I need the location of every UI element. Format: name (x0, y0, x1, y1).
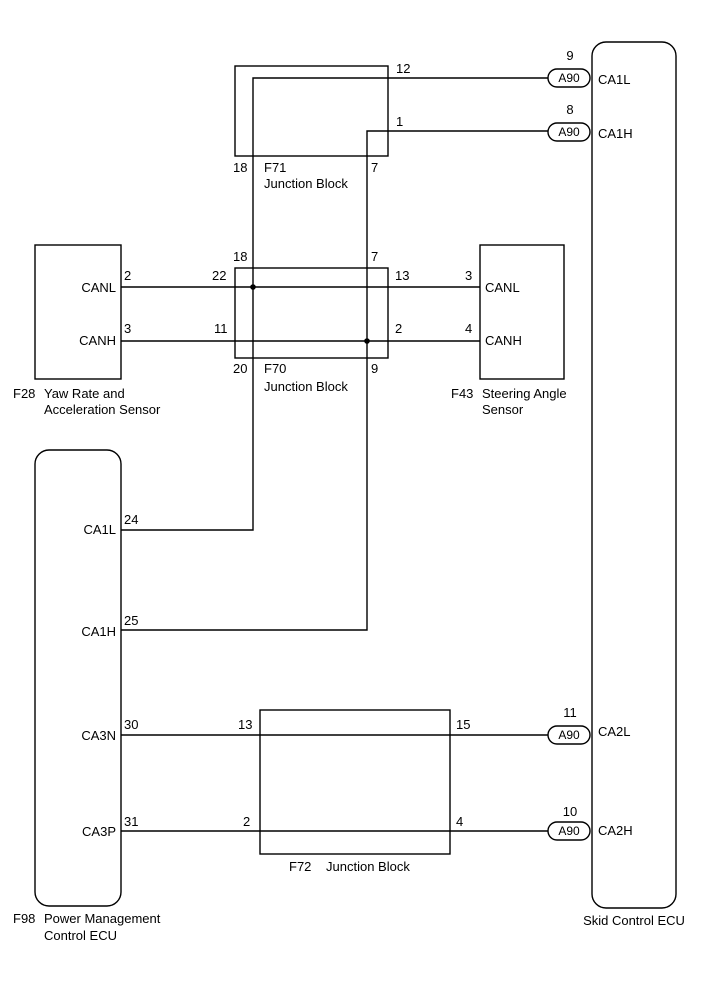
pm-pin-num-30: 30 (124, 717, 138, 732)
connector-a90-label: A90 (558, 824, 580, 838)
steer-label-line2: Sensor (482, 402, 524, 417)
yaw-pin-num-3: 3 (124, 321, 131, 336)
yaw-pin-canl: CANL (81, 280, 116, 295)
connector-a90-ca2l: A90 (547, 725, 591, 745)
skid-pin-num-10: 10 (563, 804, 577, 819)
f71-pin-7: 7 (371, 160, 378, 175)
f72-label: Junction Block (326, 859, 410, 874)
skid-pin-ca1l: CA1L (598, 72, 631, 87)
f70-pin-22: 22 (212, 268, 226, 283)
yaw-pin-canh: CANH (79, 333, 116, 348)
pm-pin-num-25: 25 (124, 613, 138, 628)
wire-ca1l (121, 77, 548, 531)
f71-code: F71 (264, 160, 286, 175)
yaw-pin-num-2: 2 (124, 268, 131, 283)
junction-block-f72 (259, 709, 451, 855)
skid-control-ecu-box (591, 41, 677, 909)
skid-pin-ca2h: CA2H (598, 823, 633, 838)
skid-pin-ca1h: CA1H (598, 126, 633, 141)
pm-label-line2: Control ECU (44, 928, 117, 943)
yaw-label-line2: Acceleration Sensor (44, 402, 161, 417)
pm-pin-ca3n: CA3N (81, 728, 116, 743)
f72-pin-4: 4 (456, 814, 463, 829)
steer-label-line1: Steering Angle (482, 386, 567, 401)
skid-control-ecu-label: Skid Control ECU (583, 913, 685, 928)
yaw-rate-sensor-box (34, 244, 122, 380)
skid-pin-num-11: 11 (563, 705, 577, 720)
f71-pin-12: 12 (396, 61, 410, 76)
connector-a90-label: A90 (558, 728, 580, 742)
f72-pin-13: 13 (238, 717, 252, 732)
pm-pin-ca1h: CA1H (81, 624, 116, 639)
connector-a90-ca1l: A90 (547, 68, 591, 88)
f70-pin-7: 7 (371, 249, 378, 264)
skid-pin-num-8: 8 (566, 102, 573, 117)
splice-dot-canh (364, 338, 370, 344)
junction-block-f70 (234, 267, 389, 359)
wire-ca1h (121, 130, 548, 631)
connector-a90-ca2h: A90 (547, 821, 591, 841)
f70-label: Junction Block (264, 379, 348, 394)
steer-pin-canh: CANH (485, 333, 522, 348)
pm-label-line1: Power Management (44, 911, 161, 926)
f70-pin-18: 18 (233, 249, 247, 264)
connector-a90-ca1h: A90 (547, 122, 591, 142)
connector-a90-label: A90 (558, 71, 580, 85)
steering-angle-sensor-box (479, 244, 565, 380)
f70-code: F70 (264, 361, 286, 376)
pm-pin-ca1l: CA1L (83, 522, 116, 537)
f70-pin-11: 11 (214, 321, 228, 336)
f70-pin-13: 13 (395, 268, 409, 283)
f72-pin-2: 2 (243, 814, 250, 829)
pm-pin-num-24: 24 (124, 512, 138, 527)
f71-pin-1: 1 (396, 114, 403, 129)
yaw-label-line1: Yaw Rate and (44, 386, 125, 401)
f72-pin-15: 15 (456, 717, 470, 732)
connector-a90-label: A90 (558, 125, 580, 139)
splice-dot-canl (250, 284, 256, 290)
f70-pin-20: 20 (233, 361, 247, 376)
pm-pin-num-31: 31 (124, 814, 138, 829)
f71-pin-18: 18 (233, 160, 247, 175)
steer-pin-num-3: 3 (465, 268, 472, 283)
steer-pin-num-4: 4 (465, 321, 472, 336)
skid-pin-num-9: 9 (566, 48, 573, 63)
pm-pin-ca3p: CA3P (82, 824, 116, 839)
steer-pin-canl: CANL (485, 280, 520, 295)
steer-code: F43 (451, 386, 473, 401)
pm-code: F98 (13, 911, 35, 926)
skid-pin-ca2l: CA2L (598, 724, 631, 739)
junction-block-f71 (234, 65, 389, 157)
f71-label: Junction Block (264, 176, 348, 191)
power-mgmt-ecu-box (34, 449, 122, 907)
f72-code: F72 (289, 859, 311, 874)
yaw-code: F28 (13, 386, 35, 401)
f70-pin-9: 9 (371, 361, 378, 376)
f70-pin-2: 2 (395, 321, 402, 336)
